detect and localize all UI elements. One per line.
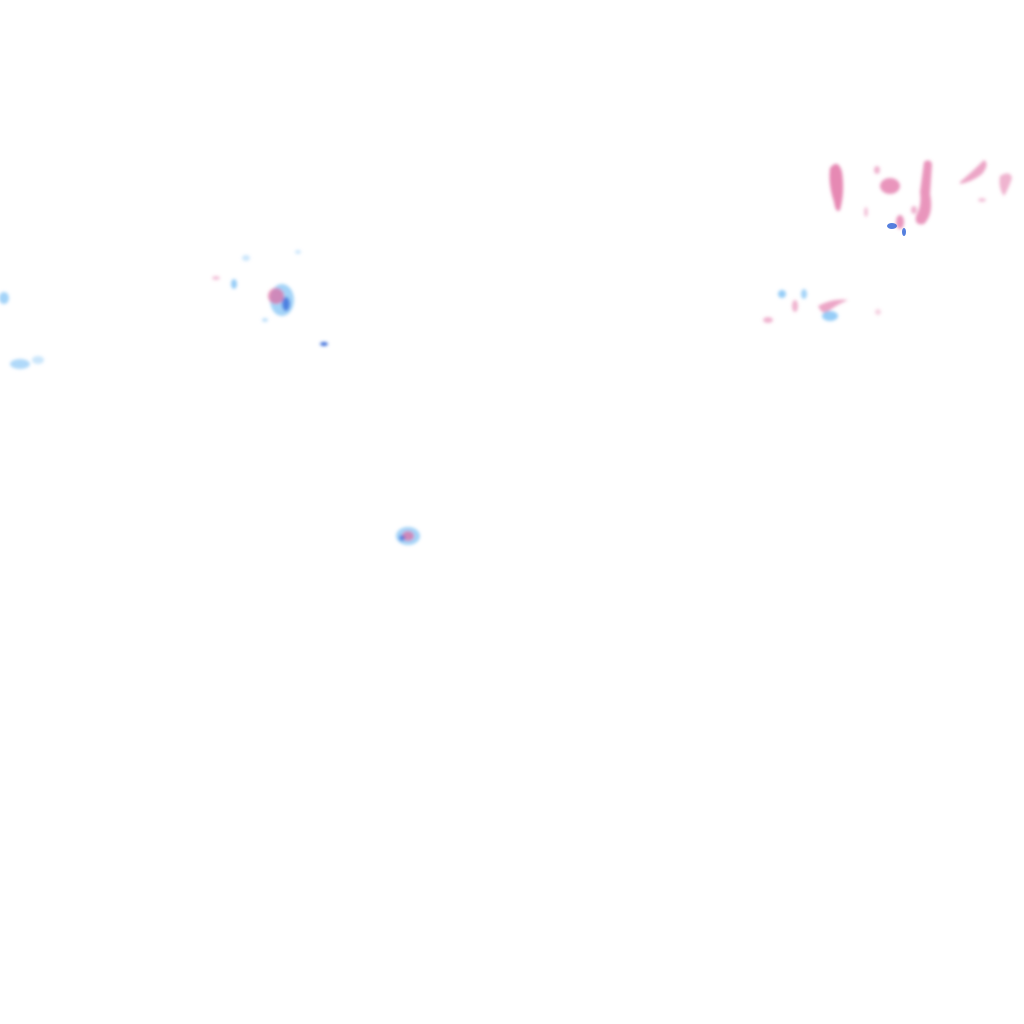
precip-cluster-center <box>396 527 420 545</box>
precip-cluster-west-central <box>212 250 328 346</box>
precip-cluster-northeast <box>829 160 1012 229</box>
precip-cluster-east <box>763 289 881 323</box>
precip-cluster-northeast-rain <box>887 223 906 236</box>
precip-cluster-west-edge <box>0 292 44 369</box>
